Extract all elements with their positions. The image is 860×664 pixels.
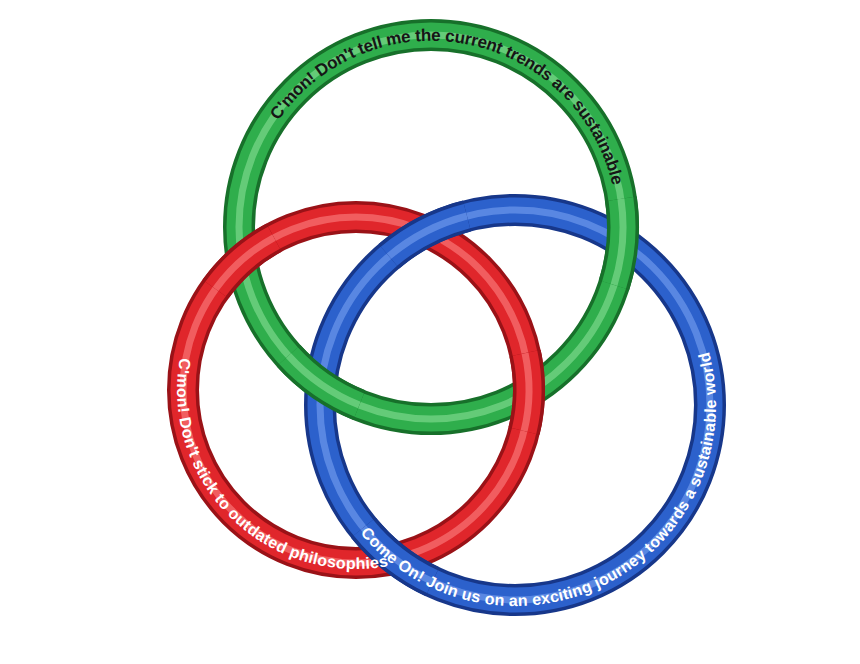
text-guide — [183, 298, 448, 563]
ring-highlight — [614, 199, 623, 285]
ring-highlight — [320, 210, 710, 600]
ring-slogan: C'mon! Don't tell me the current trends … — [266, 25, 628, 186]
ring-shadow — [614, 199, 623, 285]
ring-highlight — [524, 353, 529, 431]
ring-body — [614, 199, 623, 285]
text-guide — [242, 35, 623, 267]
ring-highlight — [363, 528, 432, 582]
ring-shadow — [288, 356, 359, 405]
ring-body — [389, 216, 467, 256]
ring-overpass — [288, 356, 359, 405]
ring-slogan: Come On! Join us on an exciting journey … — [358, 351, 718, 609]
ring-text-layer: C'mon! Don't tell me the current trends … — [215, 11, 647, 443]
ring-slogan: C'mon! Don't stick to outdated philosoph… — [174, 357, 389, 571]
ring-body — [320, 210, 710, 600]
ring-shadow — [216, 238, 274, 289]
ring-node: Come On! Join us on an exciting journey … — [296, 186, 734, 624]
ring-overpass — [216, 238, 274, 289]
ring-body — [363, 528, 432, 582]
ring-shadow — [320, 210, 710, 600]
ring-overpass — [524, 353, 529, 431]
blue-ring — [320, 210, 710, 600]
ring-overpass — [363, 528, 432, 582]
ring-text-layer: Come On! Join us on an exciting journey … — [296, 186, 734, 624]
ring-shadow — [389, 216, 467, 256]
ring-shadow — [363, 528, 432, 582]
ring-node: C'mon! Don't stick to outdated philosoph… — [159, 193, 553, 587]
ring-shadow — [524, 353, 529, 431]
ring-highlight — [389, 216, 467, 256]
ring-highlight — [288, 356, 359, 405]
ring-node: C'mon! Don't tell me the current trends … — [215, 11, 647, 443]
ring-highlight — [216, 238, 274, 289]
ring-body — [288, 356, 359, 405]
ring-body — [216, 238, 274, 289]
ring-body — [524, 353, 529, 431]
ring-overpass — [614, 199, 623, 285]
text-guide — [327, 280, 710, 600]
ring-overpass — [389, 216, 467, 256]
ring-text-layer: C'mon! Don't stick to outdated philosoph… — [159, 193, 553, 587]
